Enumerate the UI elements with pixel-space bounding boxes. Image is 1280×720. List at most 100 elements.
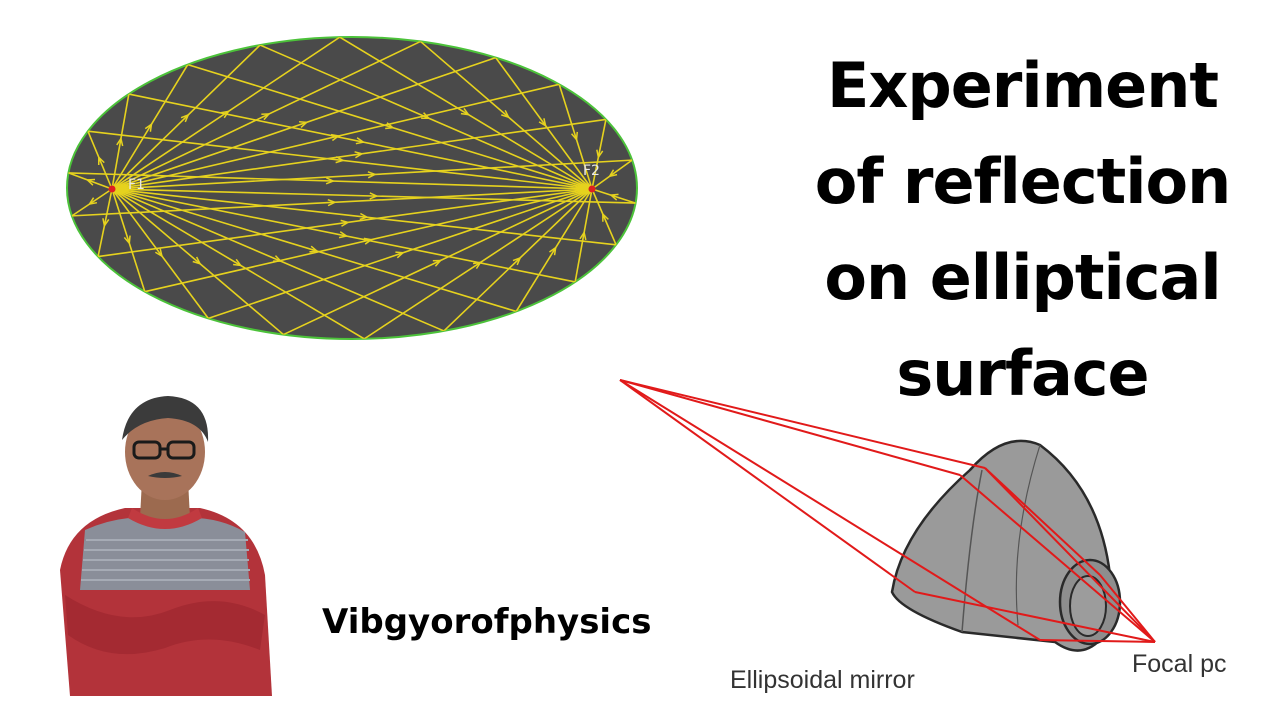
reflection-ray (111, 37, 341, 190)
ellipsoidal-mirror-diagram (619, 379, 1156, 652)
ray-arrow (549, 246, 557, 256)
ray-arrow (460, 107, 471, 116)
reflection-ray (591, 188, 636, 204)
ray-arrow (123, 235, 131, 246)
ray-arrow (261, 113, 271, 121)
ray-arrow (220, 110, 230, 119)
collar (128, 508, 202, 529)
reflection-ray (111, 188, 576, 283)
ray-arrow (154, 248, 164, 258)
ray-arrow (421, 112, 431, 119)
reflection-ray (111, 44, 261, 190)
page-title: Experiment of reflection on elliptical s… (800, 38, 1245, 422)
title-line-4: surface (896, 337, 1149, 410)
reflection-ray (111, 56, 496, 190)
ray-arrow (192, 256, 202, 265)
ray-arrow (338, 231, 349, 239)
ray-arrow (608, 169, 618, 178)
reflection-ray (591, 188, 617, 246)
ray-arrow (609, 193, 619, 201)
title-line-3: on elliptical (824, 241, 1221, 314)
reflection-ray (111, 159, 633, 190)
reflection-ray (144, 188, 593, 293)
reflection-ray (111, 83, 560, 190)
moustache (148, 472, 182, 478)
ray-arrow (335, 156, 345, 164)
mirror-seam (1015, 444, 1041, 626)
ray-arrow (432, 259, 443, 267)
reflection-ray (71, 188, 593, 217)
reflection-ray (187, 63, 593, 190)
ray-arrow (330, 133, 341, 142)
ray-arrow (233, 258, 243, 267)
reflection-ray (111, 93, 130, 190)
reflection-ray (443, 188, 593, 332)
reflection-ray (111, 188, 284, 336)
ray-arrow (385, 122, 395, 130)
reflection-ray (87, 130, 593, 190)
ray-arrow (395, 251, 405, 259)
reflection-ray (111, 188, 445, 332)
ray-arrow (180, 113, 190, 123)
head (125, 404, 205, 500)
reflection-ray (111, 64, 189, 190)
reflection-ray (558, 84, 593, 190)
channel-name: Vibgyorofphysics (322, 602, 652, 642)
ray-arrow (359, 212, 369, 221)
ray-arrow (273, 255, 283, 262)
reflection-ray (495, 57, 593, 190)
mirror-opening-inner (1069, 575, 1107, 637)
focus-1-point (108, 185, 116, 193)
reflection-ray (71, 188, 113, 217)
presenter-photo (60, 396, 272, 696)
ray-arrow (512, 256, 522, 266)
reflection-ray (111, 188, 617, 246)
focus-2-label: F2 (583, 163, 600, 179)
mirror-label: Ellipsoidal mirror (730, 666, 915, 694)
reflection-ray (574, 188, 593, 283)
reflection-ray (111, 188, 636, 204)
ray-arrow (369, 192, 379, 200)
reflection-ray (87, 130, 113, 190)
red-rays (619, 379, 1156, 643)
ray-arrow (85, 178, 96, 186)
hair (122, 396, 209, 442)
ray-arrow (363, 237, 374, 245)
title-line-2: of reflection (814, 145, 1231, 218)
ray-arrow (579, 230, 587, 241)
ray-group (68, 37, 636, 339)
ray-arrow (102, 218, 110, 228)
ray-arrow (116, 136, 124, 147)
arrow-group (85, 107, 619, 270)
reflection-ray (111, 40, 421, 190)
ray-arrow (97, 155, 105, 165)
reflection-ray (111, 118, 607, 190)
ray-arrow (355, 137, 366, 145)
ray-arrow (602, 212, 609, 222)
ray-arrow (354, 151, 364, 159)
reflection-ray (97, 188, 113, 257)
ellipse-reflection-diagram: F1 F2 (66, 36, 638, 340)
ray-arrow (538, 118, 547, 128)
reflection-ray (363, 188, 593, 339)
reflection-ray (591, 119, 607, 190)
ray-arrow (87, 197, 98, 206)
reflection-ray (111, 188, 517, 313)
reflection-ray (339, 37, 593, 190)
ray-arrow (325, 177, 336, 185)
reflection-ray (111, 188, 146, 292)
focus-1-label: F1 (128, 177, 145, 193)
ray-arrow (596, 149, 604, 160)
focal-point-label: Focal pc (1132, 650, 1227, 678)
arms (65, 595, 265, 655)
ray-arrow (327, 198, 337, 207)
ray-arrow (367, 171, 377, 179)
reflection-ray (208, 188, 593, 320)
ray-arrow (570, 131, 579, 142)
reflection-ray (128, 93, 593, 190)
reflection-ray (68, 172, 113, 190)
reflection-ray (515, 188, 593, 312)
sweater-stripes (80, 517, 250, 590)
ray-arrow (309, 245, 319, 253)
mirror-rim-inner (961, 469, 983, 633)
